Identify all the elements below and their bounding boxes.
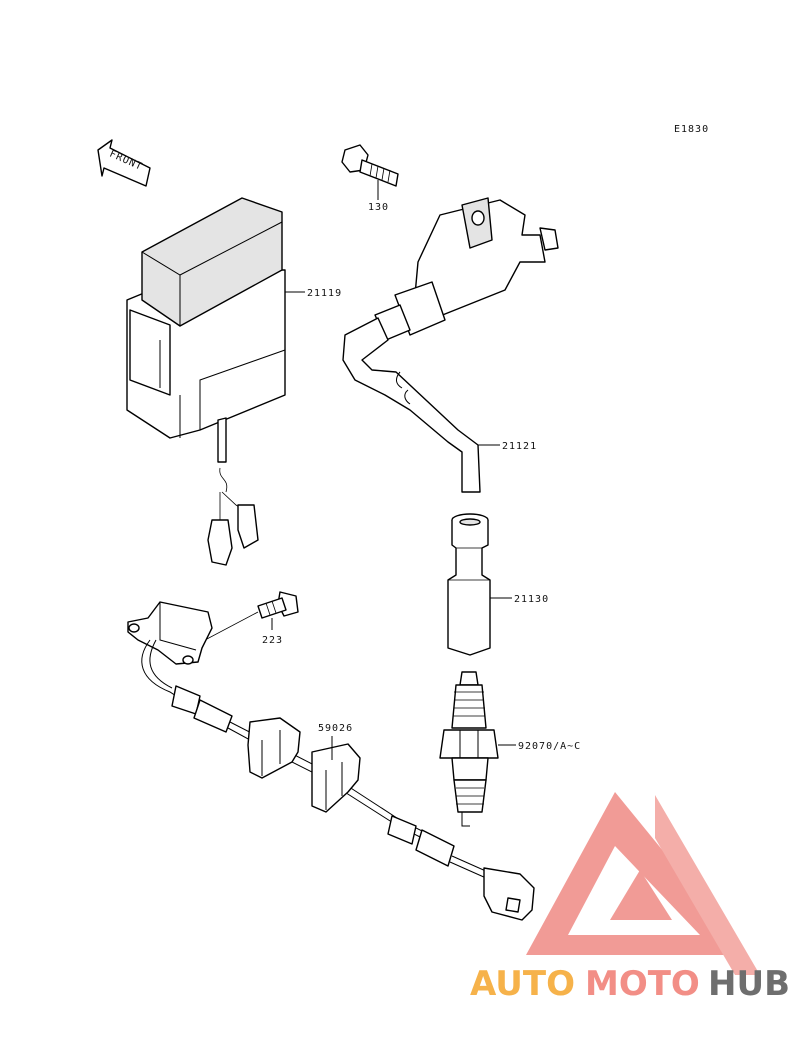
label-59026: 59026 [318,723,353,734]
screw-223 [257,591,299,630]
spark-plug-92070 [439,671,516,827]
watermark-moto-text: MOTO [585,964,700,1004]
bolt-130 [341,144,399,200]
watermark-logo [526,792,760,975]
cdi-unit-21119 [126,197,305,566]
label-130: 130 [368,202,389,213]
wire-harness-59026 [127,601,535,921]
label-21130: 21130 [514,594,549,605]
plug-cap-21130 [447,513,512,656]
watermark-hub-text: HUB [708,964,790,1004]
label-223: 223 [262,635,283,646]
diagram-code: E1830 [674,124,709,135]
front-arrow: FRONT [97,139,151,187]
label-21121: 21121 [502,441,537,452]
label-92070: 92070/A~C [518,741,581,752]
ignition-coil-21121 [342,197,559,493]
label-21119: 21119 [307,288,342,299]
watermark-auto-text: AUTO [470,964,575,1004]
